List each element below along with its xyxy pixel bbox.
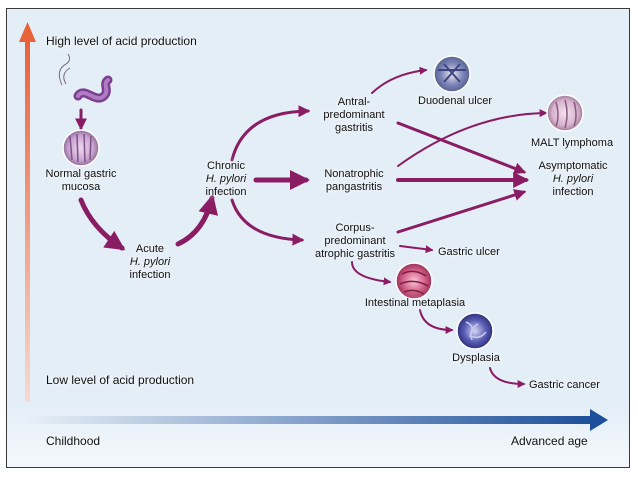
duodenal-ulcer-label: Duodenal ulcer bbox=[418, 95, 492, 107]
arrow-corpus-to-gastric-ulcer bbox=[399, 245, 434, 254]
duodenal-ulcer-micrograph-icon bbox=[433, 55, 471, 93]
normal-mucosa-micrograph-icon bbox=[62, 129, 100, 167]
normal-mucosa-line1: Normal gastric bbox=[45, 168, 117, 180]
asymptomatic-infection-label: Asymptomatic H. pylori infection bbox=[528, 160, 618, 199]
malt-lymphoma-label: MALT lymphoma bbox=[530, 137, 614, 149]
corpus-line1: Corpus- bbox=[335, 222, 375, 234]
asymptomatic-line2: H. pylori bbox=[552, 173, 594, 185]
corpus-line3: atrophic gastritis bbox=[314, 248, 396, 260]
nonatrophic-pangastritis-label: Nonatrophic pangastritis bbox=[312, 168, 396, 194]
asymptomatic-line1: Asymptomatic bbox=[538, 160, 608, 172]
asymptomatic-line3: infection bbox=[552, 186, 594, 198]
arrow-acute-to-chronic bbox=[175, 194, 219, 247]
nonatrophic-line2: pangastritis bbox=[325, 181, 383, 193]
arrow-corpus-to-metaplasia bbox=[351, 261, 392, 286]
low-acid-label: Low level of acid production bbox=[46, 373, 195, 387]
intestinal-metaplasia-micrograph-icon bbox=[395, 262, 433, 300]
normal-mucosa-line2: mucosa bbox=[61, 181, 101, 193]
arrow-corpus-to-asymptomatic bbox=[396, 189, 527, 234]
acute-line3: infection bbox=[129, 269, 171, 281]
chronic-line1: Chronic bbox=[207, 160, 245, 172]
nonatrophic-line1: Nonatrophic bbox=[324, 168, 384, 180]
arrow-nonatrophic-to-malt bbox=[397, 109, 548, 167]
gastric-cancer-label: Gastric cancer bbox=[529, 379, 600, 391]
arrow-chronic-to-corpus bbox=[230, 198, 305, 246]
arrow-antral-to-duodenal bbox=[371, 66, 428, 94]
acid-level-arrow bbox=[19, 22, 36, 402]
antral-gastritis-label: Antral- predominant gastritis bbox=[312, 96, 396, 135]
arrow-metaplasia-to-dysplasia bbox=[419, 309, 454, 334]
acute-line2: H. pylori bbox=[129, 256, 171, 268]
chronic-line2: H. pylori bbox=[205, 173, 247, 185]
high-acid-label: High level of acid production bbox=[46, 34, 197, 48]
childhood-label: Childhood bbox=[46, 434, 101, 448]
acute-infection-label: Acute H. pylori infection bbox=[118, 243, 182, 282]
advanced-age-label: Advanced age bbox=[511, 434, 588, 448]
intestinal-metaplasia-label: Intestinal metaplasia bbox=[364, 297, 466, 309]
antral-line3: gastritis bbox=[335, 122, 373, 134]
chronic-infection-label: Chronic H. pylori infection bbox=[192, 160, 260, 199]
arrow-normal-to-acute bbox=[78, 197, 126, 251]
malt-lymphoma-micrograph-icon bbox=[546, 94, 584, 132]
arrow-chronic-to-antral bbox=[230, 105, 311, 162]
arrow-dysplasia-to-cancer bbox=[489, 367, 526, 388]
dysplasia-micrograph-icon bbox=[456, 312, 494, 350]
antral-line1: Antral- bbox=[337, 96, 371, 108]
normal-mucosa-label: Normal gastric mucosa bbox=[33, 168, 129, 194]
acute-line1: Acute bbox=[135, 243, 165, 255]
h-pylori-bacterium-icon bbox=[58, 53, 113, 103]
arrow-antral-to-asymptomatic bbox=[396, 121, 527, 175]
chronic-line3: infection bbox=[205, 186, 247, 198]
dysplasia-label: Dysplasia bbox=[452, 352, 500, 364]
corpus-line2: predominant bbox=[324, 235, 386, 247]
gastric-ulcer-label: Gastric ulcer bbox=[438, 246, 500, 258]
antral-line2: predominant bbox=[323, 109, 385, 121]
age-arrow bbox=[26, 409, 608, 431]
corpus-gastritis-label: Corpus- predominant atrophic gastritis bbox=[300, 222, 410, 261]
